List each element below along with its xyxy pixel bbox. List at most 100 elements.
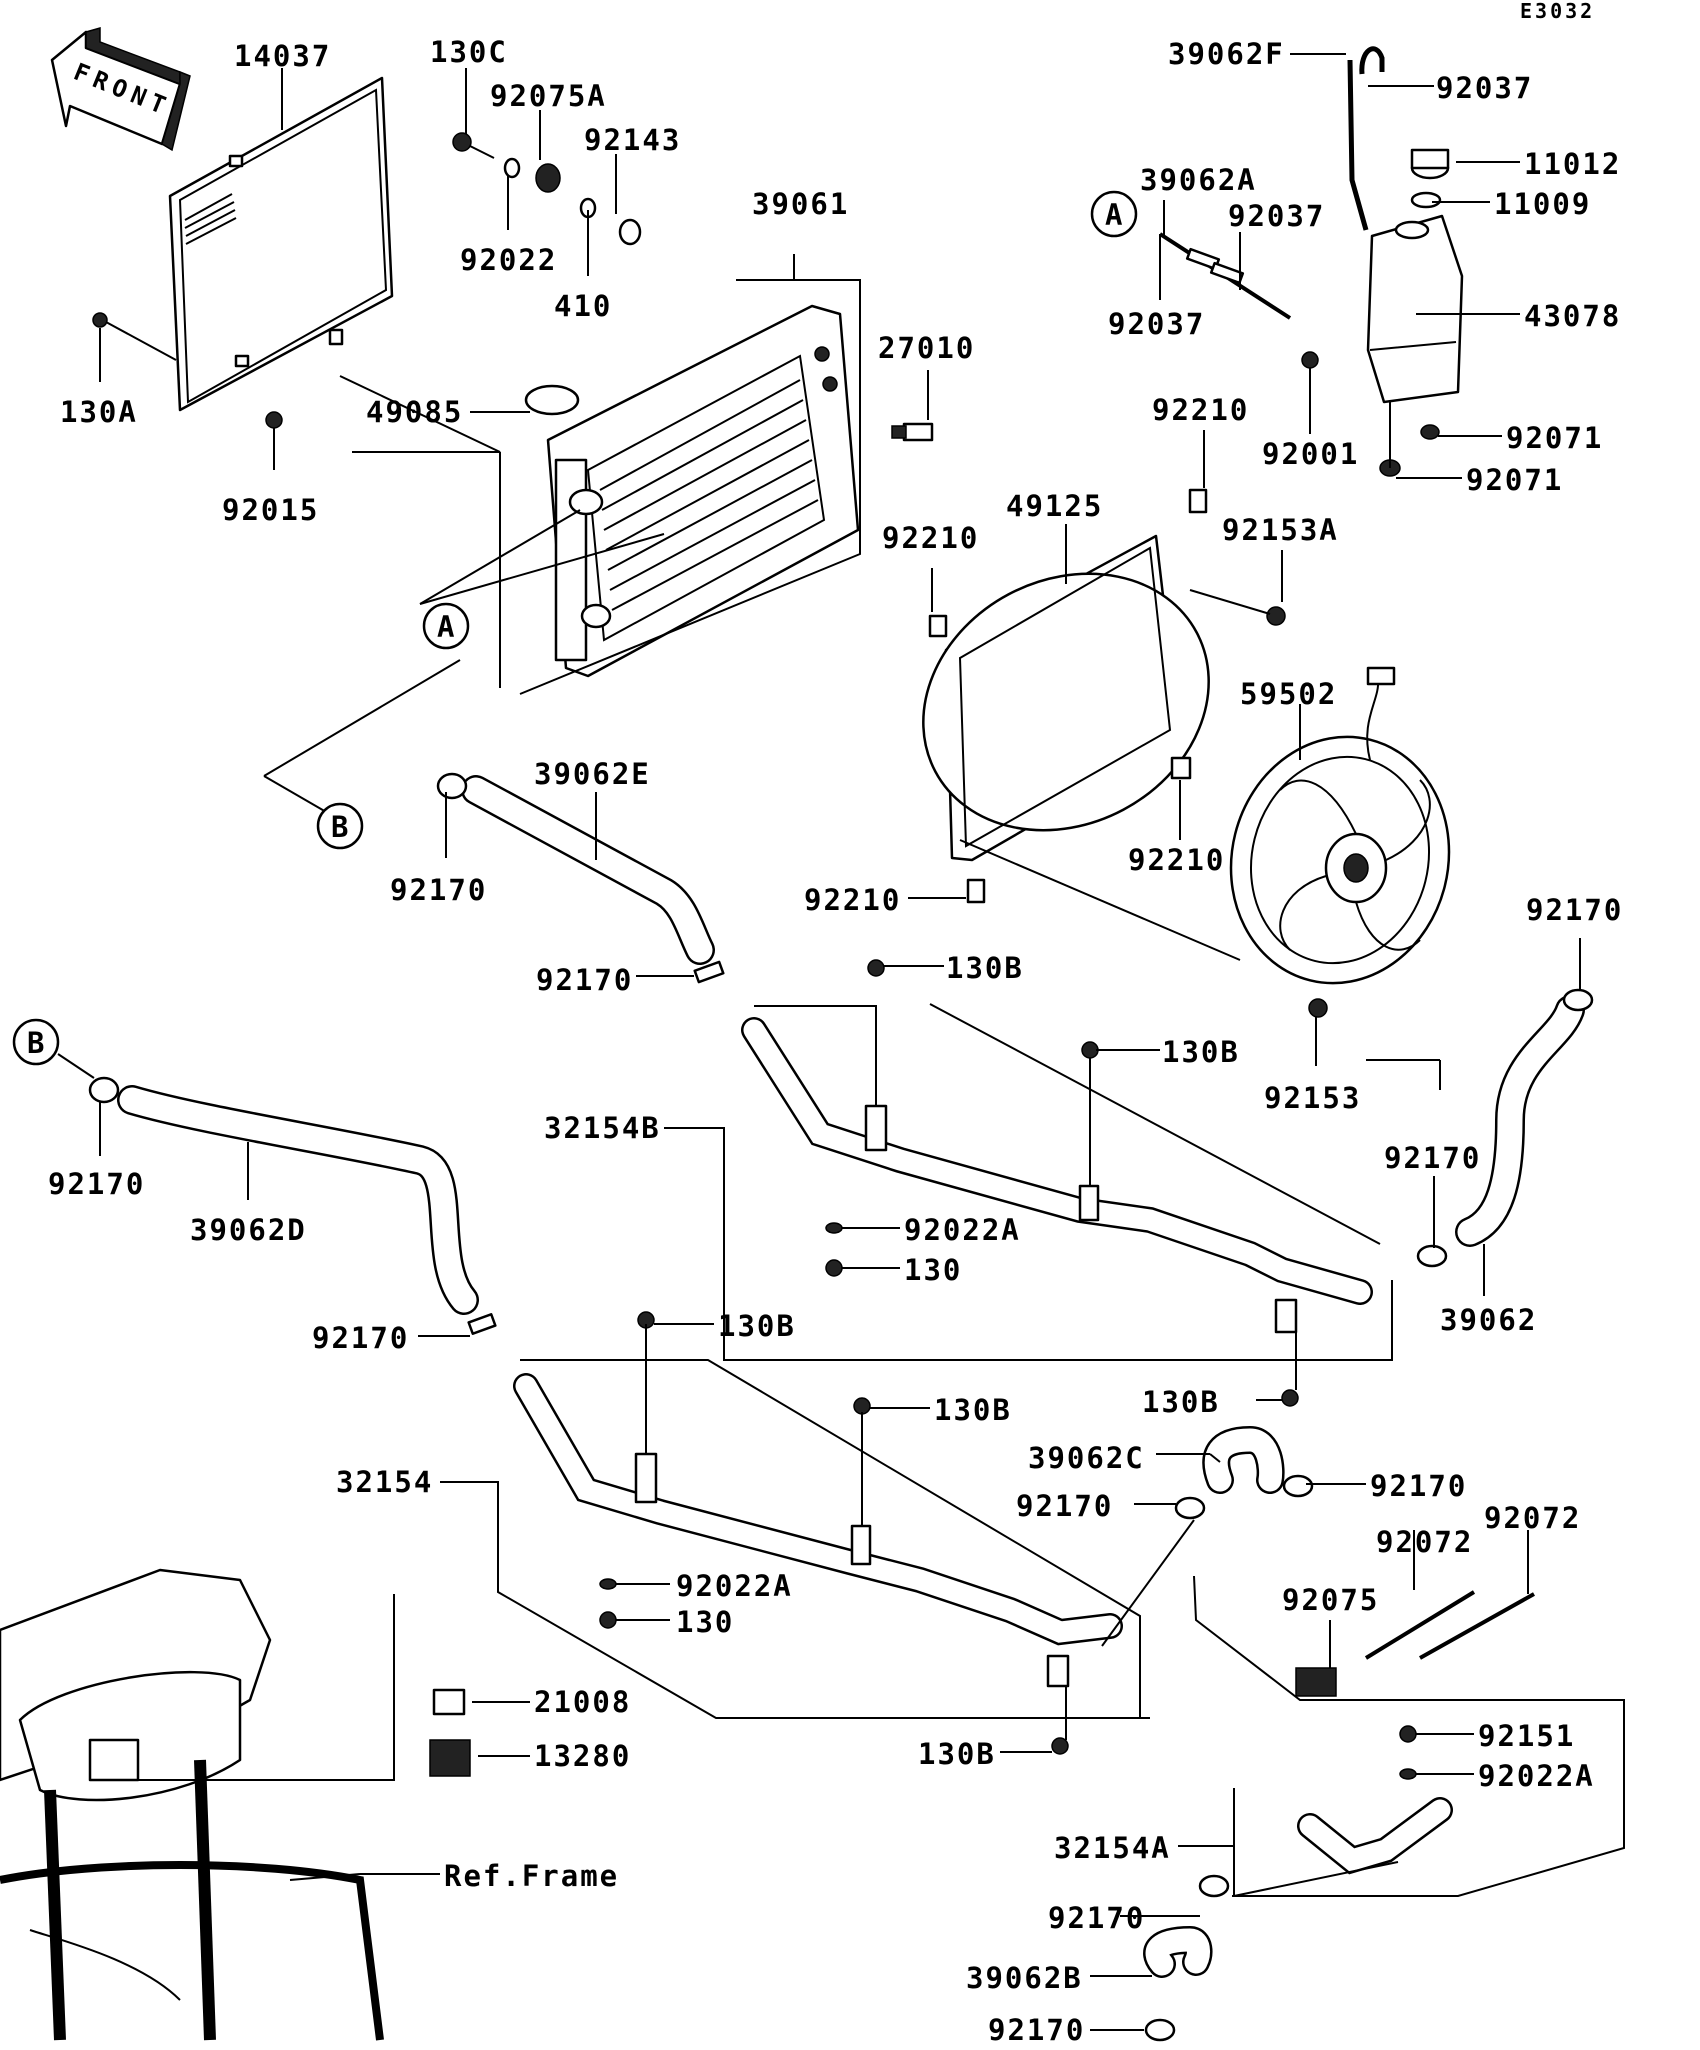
- clip-92210-top: [1188, 488, 1208, 514]
- label-92001: 92001: [1262, 437, 1359, 471]
- label-49125: 49125: [1006, 489, 1103, 523]
- radiator-cap: [524, 384, 580, 416]
- overflow-hose-39062A: [1158, 232, 1292, 320]
- label-92170-d: 92170: [1384, 1141, 1481, 1175]
- nut-92015: [265, 411, 283, 429]
- label-92015: 92015: [222, 493, 319, 527]
- label-92022A-b: 92022A: [676, 1569, 793, 1603]
- label-32154: 32154: [336, 1465, 433, 1499]
- clamp-92170-b: [693, 960, 725, 984]
- label-130A: 130A: [60, 395, 138, 429]
- label-39062: 39062: [1440, 1303, 1537, 1337]
- label-39062F: 39062F: [1168, 37, 1285, 71]
- bolt-92001: [1301, 351, 1319, 369]
- label-130B-c: 130B: [1142, 1385, 1220, 1419]
- fan-shroud: [922, 534, 1210, 862]
- label-27010: 27010: [878, 331, 975, 365]
- reserve-tank: [1347, 46, 1464, 404]
- label-130B-b: 130B: [1162, 1035, 1240, 1069]
- fan-switch: [891, 422, 934, 442]
- tie-92072-a: [1364, 1590, 1476, 1660]
- label-130B-f: 130B: [918, 1737, 996, 1771]
- clamp-92170-e: [88, 1076, 120, 1104]
- label-92210-right: 92210: [1128, 843, 1225, 877]
- label-92210-bottom: 92210: [804, 883, 901, 917]
- label-92170-e: 92170: [48, 1167, 145, 1201]
- label-92022: 92022: [460, 243, 557, 277]
- front-arrow-icon: FRONT: [50, 27, 191, 152]
- label-39062B: 39062B: [966, 1961, 1083, 1995]
- label-92143: 92143: [584, 123, 681, 157]
- clip-92210-left: [928, 614, 948, 638]
- clamp-92170-i: [1198, 1874, 1230, 1898]
- clamp-92170-c: [1562, 988, 1594, 1012]
- label-11012: 11012: [1524, 147, 1621, 181]
- label-92210-top: 92210: [1152, 393, 1249, 427]
- label-92170-a: 92170: [390, 873, 487, 907]
- bracket-13280: [429, 1739, 471, 1777]
- radiator-screen: [168, 76, 394, 412]
- label-39062A: 39062A: [1140, 163, 1257, 197]
- clip-92210-right: [1170, 756, 1192, 780]
- label-92210-left: 92210: [882, 521, 979, 555]
- relay-21008: [432, 1688, 466, 1716]
- clip-92210-bottom: [966, 878, 986, 904]
- clamp-92075: [1295, 1667, 1337, 1697]
- label-130B-e: 130B: [934, 1393, 1012, 1427]
- label-92071-b: 92071: [1466, 463, 1563, 497]
- bolt-130-b: [599, 1611, 617, 1629]
- clamp-92170-h: [1282, 1474, 1314, 1498]
- label-92075A: 92075A: [490, 79, 607, 113]
- label-92153: 92153: [1264, 1081, 1361, 1115]
- frame-reference: [0, 1568, 384, 2041]
- washer-92022A-c: [1399, 1768, 1417, 1780]
- washer-92071a: [1420, 424, 1440, 440]
- bolt-washer-set: [452, 132, 642, 246]
- label-39062E: 39062E: [534, 757, 651, 791]
- label-92151: 92151: [1478, 1719, 1575, 1753]
- label-49085: 49085: [366, 395, 463, 429]
- bolt-130B-b: [1081, 1041, 1099, 1059]
- label-130C: 130C: [430, 35, 508, 69]
- clamp-92170-a: [436, 772, 468, 800]
- label-92170-b: 92170: [536, 963, 633, 997]
- label-92075: 92075: [1282, 1583, 1379, 1617]
- label-ref-frame: Ref.Frame: [444, 1859, 619, 1893]
- clamp-92170-j: [1144, 2018, 1176, 2042]
- bolt-92153A: [1266, 606, 1286, 626]
- connector-label: B: [331, 810, 350, 844]
- clamp-92170-g: [1174, 1496, 1206, 1520]
- label-92022A-c: 92022A: [1478, 1759, 1595, 1793]
- label-92071-a: 92071: [1506, 421, 1603, 455]
- label-92170-c: 92170: [1526, 893, 1623, 927]
- label-11009: 11009: [1494, 187, 1591, 221]
- label-39061: 39061: [752, 187, 849, 221]
- clamp-92170-d: [1416, 1244, 1448, 1268]
- bolt-130B-e: [853, 1397, 871, 1415]
- label-59502: 59502: [1240, 677, 1337, 711]
- part-labels: 14037 130C 92075A 92143 92022 410 39061 …: [48, 35, 1623, 2047]
- label-92153A: 92153A: [1222, 513, 1339, 547]
- bolt-92151: [1399, 1725, 1417, 1743]
- bolt-130B-c: [1281, 1389, 1299, 1407]
- connector-b-radiator: B: [316, 802, 364, 850]
- label-39062D: 39062D: [190, 1213, 307, 1247]
- clamp-92170-f: [467, 1313, 497, 1335]
- label-92170-f: 92170: [312, 1321, 409, 1355]
- label-39062C: 39062C: [1028, 1441, 1145, 1475]
- label-32154B: 32154B: [544, 1111, 661, 1145]
- label-130B-d: 130B: [718, 1309, 796, 1343]
- diagram-code: E3032: [1520, 0, 1595, 23]
- label-32154A: 32154A: [1054, 1831, 1171, 1865]
- label-92072-b: 92072: [1484, 1501, 1581, 1535]
- washer-92022A-b: [599, 1578, 617, 1590]
- connector-label: A: [437, 610, 456, 644]
- label-92022A-a: 92022A: [904, 1213, 1021, 1247]
- bolt-130B-a: [867, 959, 885, 977]
- label-92170-h: 92170: [1370, 1469, 1467, 1503]
- label-92072-a: 92072: [1376, 1525, 1473, 1559]
- connector-label: B: [27, 1026, 46, 1060]
- bolt-130B-f: [1051, 1737, 1069, 1755]
- label-92170-g: 92170: [1016, 1489, 1113, 1523]
